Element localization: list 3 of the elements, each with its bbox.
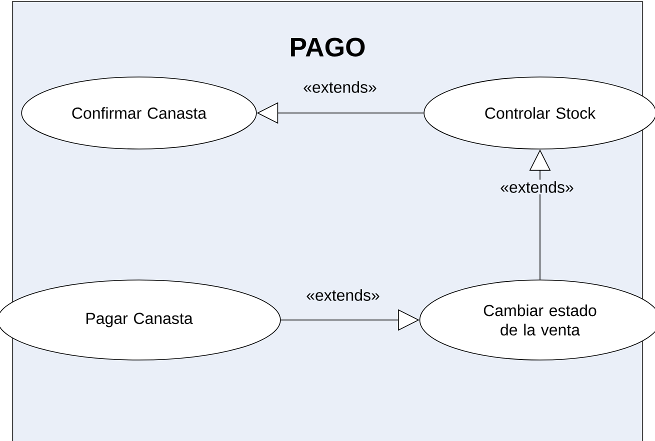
edge-label: «extends» xyxy=(302,80,378,94)
edge-label: «extends» xyxy=(498,180,576,194)
edge-label: «extends» xyxy=(304,288,382,302)
